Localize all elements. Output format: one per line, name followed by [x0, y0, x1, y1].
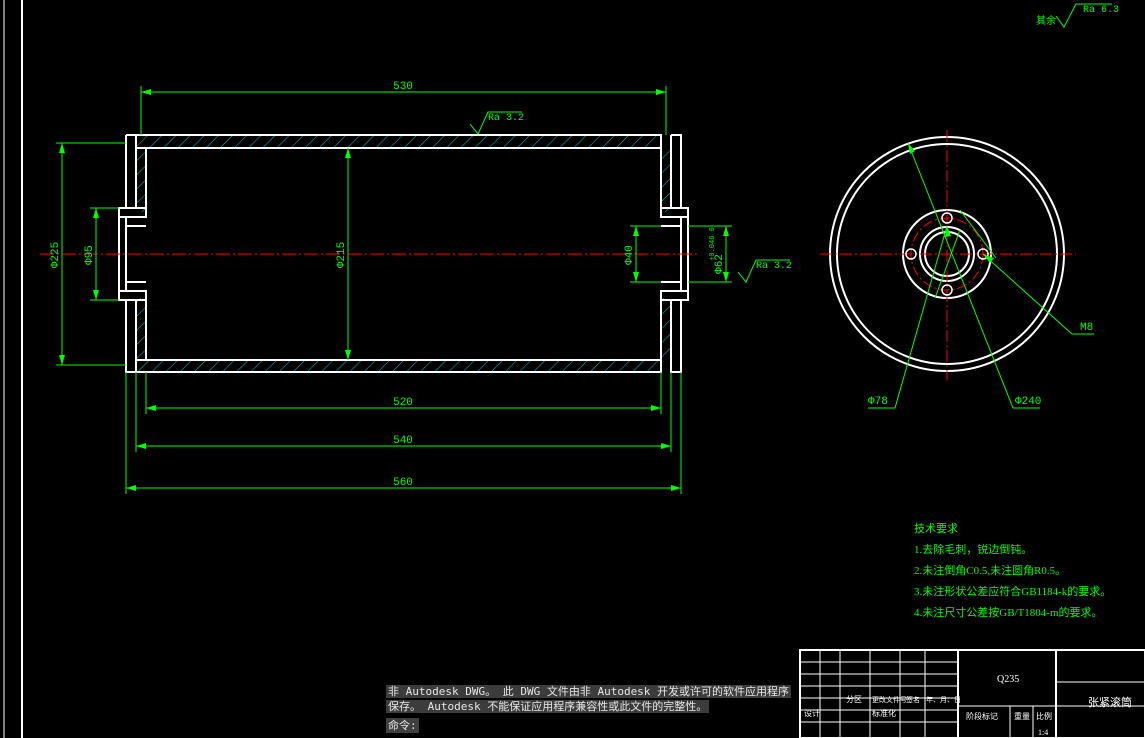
dim-dia-62-tolerance: +0.046 0	[709, 227, 717, 261]
dim-540: 540	[393, 435, 413, 447]
side-arrows	[908, 143, 994, 263]
tech-req-item: 2.未注倒角C0.5,未注圆角R0.5。	[914, 563, 1066, 577]
dim-dia-78: Φ78	[868, 396, 888, 408]
drawing-frame	[3, 0, 23, 738]
header-label: 签名	[906, 695, 920, 704]
svg-text:Ra 6.3: Ra 6.3	[1083, 5, 1119, 16]
dim-dia-215: Φ215	[336, 242, 348, 268]
stage-label: 阶段标记	[966, 711, 998, 721]
shell-hatch	[136, 136, 671, 372]
scale-label: 比例	[1036, 711, 1052, 721]
title-block-grid	[799, 649, 1145, 738]
dim-530: 530	[393, 81, 413, 93]
dim-dia-225: Φ225	[50, 242, 62, 268]
general-roughness: 其余 Ra 6.3	[1036, 3, 1119, 28]
tech-req-item: 1.去除毛刺，锐边倒钝。	[914, 542, 1032, 556]
dim-560: 560	[393, 477, 413, 489]
bolt-holes	[905, 212, 989, 296]
dim-520: 520	[393, 397, 413, 409]
thread-label: M8	[1080, 322, 1093, 334]
command-prompt[interactable]: 命令:	[386, 718, 419, 733]
command-line[interactable]: 非 Autodesk DWG。 此 DWG 文件由非 Autodesk 开发或许…	[386, 684, 842, 733]
dim-dia-40: Φ40	[624, 245, 636, 265]
front-view[interactable]: 530 520 540 560 Φ225 Φ95 Φ215 Φ40 Φ62 +0…	[40, 81, 792, 494]
part-name: 张紧滚筒	[1088, 695, 1132, 709]
command-history-line: 保存。 Autodesk 不能保证应用程序兼容性或此文件的完整性。	[386, 700, 710, 713]
standardize-label: 标准化	[872, 708, 896, 718]
weight-label: 重量	[1014, 711, 1030, 721]
side-leaders	[868, 142, 1094, 409]
header-label: 更改文件号	[872, 695, 907, 704]
dimension-arrows	[59, 89, 729, 491]
scale-value: 1:4	[1038, 728, 1048, 737]
header-label: 分区	[846, 695, 862, 704]
dim-dia-62: Φ62	[714, 254, 726, 274]
roughness-top-label: Ra 3.2	[488, 113, 524, 124]
designer-label: 设计	[804, 708, 820, 718]
dim-dia-95: Φ95	[84, 245, 96, 265]
material-label: Q235	[997, 674, 1019, 685]
front-dimensions	[56, 86, 790, 494]
header-label: 年、月、日	[926, 695, 961, 704]
dimension-texts: 530 520 540 560 Φ225 Φ95 Φ215 Φ40 Φ62 +0…	[50, 81, 792, 489]
tech-req-item: 4.未注尺寸公差按GB/T1804-m的要求。	[914, 605, 1103, 619]
svg-text:其余: 其余	[1036, 14, 1056, 27]
roughness-side-label: Ra 3.2	[756, 261, 792, 272]
command-history-line: 非 Autodesk DWG。 此 DWG 文件由非 Autodesk 开发或许…	[386, 685, 792, 698]
tech-requirements: 技术要求 1.去除毛刺，锐边倒钝。 2.未注倒角C0.5,未注圆角R0.5。 3…	[914, 522, 1111, 619]
title-block[interactable]: Q235 张紧滚筒 分区 更改文件号 签名 年、月、日 设计 标准化 阶段标记 …	[799, 649, 1145, 738]
side-view[interactable]: M8 Φ78 Φ240	[820, 130, 1094, 409]
tech-req-item: 3.未注形状公差应符合GB1184-k的要求。	[914, 584, 1111, 598]
side-centerlines	[820, 130, 1076, 380]
dim-dia-240: Φ240	[1015, 396, 1041, 408]
tech-req-title: 技术要求	[914, 522, 958, 535]
